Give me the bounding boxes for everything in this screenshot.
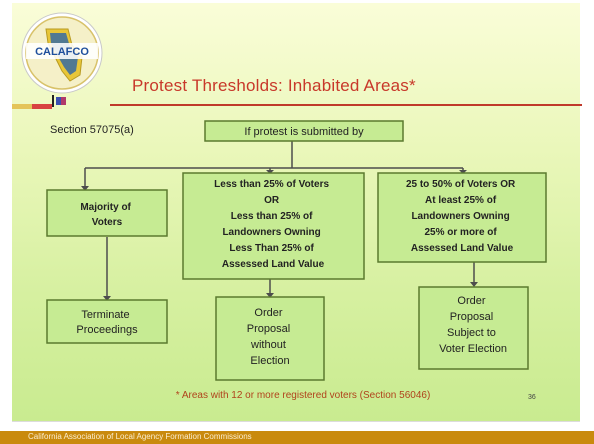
page-number: 36 [528, 394, 536, 401]
logo-accent-mark [52, 95, 66, 107]
arrowhead-middle-outcome [266, 293, 274, 298]
condition-box-25-to-50 [377, 172, 547, 263]
outcome-box-terminate [46, 299, 168, 344]
arrowhead-right-outcome [470, 282, 478, 287]
condition-text-less-than-25: Less than 25% of Voters OR Less than 25%… [214, 179, 332, 270]
arrowhead-left-outcome [103, 296, 111, 301]
arrowhead-middle [266, 170, 274, 174]
outcome-text-without-election: Order Proposal without Election [247, 307, 293, 367]
condition-box-majority [46, 189, 168, 237]
calafco-logo: CALAFCO [21, 12, 103, 94]
logo-accent-bar [12, 104, 52, 109]
top-box-label: If protest is submitted by [244, 126, 364, 138]
arrowhead-left [81, 186, 89, 191]
condition-text-majority: Majority of Voters [80, 202, 133, 228]
condition-text-25-to-50: 25 to 50% of Voters OR At least 25% of L… [406, 179, 518, 254]
top-box [204, 120, 404, 142]
outcome-box-without-election [215, 296, 325, 381]
title-underline [110, 104, 582, 106]
section-label: Section 57075(a) [50, 124, 134, 136]
footer-bar: California Association of Local Agency F… [0, 431, 594, 444]
condition-box-less-than-25 [182, 172, 365, 280]
footnote: * Areas with 12 or more registered voter… [176, 390, 431, 401]
connector-arrowheads [81, 170, 478, 301]
slide-title: Protest Thresholds: Inhabited Areas* [132, 76, 416, 95]
footer-text: California Association of Local Agency F… [28, 432, 252, 441]
outcome-text-voter-election: Order Proposal Subject to Voter Election [439, 295, 507, 355]
arrowhead-right [459, 170, 467, 174]
outcome-box-voter-election [418, 286, 529, 370]
logo-text: CALAFCO [35, 46, 89, 58]
outcome-text-terminate: Terminate Proceedings [76, 309, 138, 336]
